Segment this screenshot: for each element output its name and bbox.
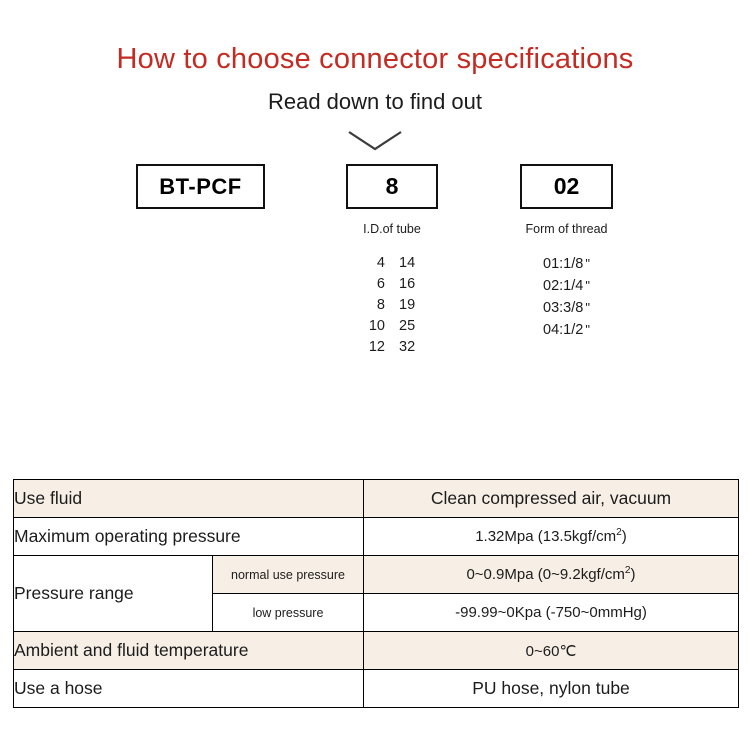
table-row: Pressure range normal use pressure 0~0.9… bbox=[13, 555, 739, 632]
bore-code-value: 8 bbox=[385, 173, 399, 200]
thread-code-value: 02 bbox=[553, 173, 580, 200]
list-item: 12 32 bbox=[346, 337, 438, 358]
bore-id: 8 bbox=[376, 297, 385, 314]
spec-sub-label: normal use pressure bbox=[212, 555, 364, 594]
spec-value-suffix: ) bbox=[630, 566, 636, 583]
spec-value-superscript: 2 bbox=[624, 565, 631, 576]
list-item: 6 16 bbox=[346, 274, 438, 295]
table-row: Use fluid Clean compressed air, vacuum bbox=[13, 479, 739, 518]
page-title: How to choose connector specifications bbox=[116, 43, 634, 75]
bore-code-box[interactable]: 8 bbox=[346, 164, 438, 210]
thread-unit: " bbox=[585, 278, 590, 294]
bore-od: 19 bbox=[399, 297, 416, 314]
chevron-down-indicator bbox=[0, 130, 750, 160]
specification-table: Use fluid Clean compressed air, vacuum M… bbox=[13, 479, 739, 708]
list-item: 03:3/8" bbox=[507, 297, 626, 319]
page-header: How to choose connector specifications R… bbox=[0, 0, 750, 114]
table-row: Use a hose PU hose, nylon tube bbox=[13, 669, 739, 708]
part-code-breakdown: BT-PCF 8 02 I.D.of tube Form of thread 4… bbox=[0, 160, 750, 370]
spec-value: 0~60℃ bbox=[363, 631, 739, 670]
bore-caption: I.D.of tube bbox=[363, 222, 421, 237]
spec-value: 0~0.9Mpa (0~9.2kgf/cm2) bbox=[363, 555, 739, 594]
bore-od: 16 bbox=[399, 276, 416, 293]
bore-id: 12 bbox=[368, 339, 385, 356]
spec-label: Use a hose bbox=[13, 669, 364, 708]
spec-value-prefix: 0~0.9Mpa (0~9.2kgf/cm bbox=[466, 566, 625, 583]
thread-code: 01:1/8 bbox=[543, 256, 584, 273]
thread-option-list: 01:1/8" 02:1/4" 03:3/8" 04:1/2" bbox=[507, 253, 626, 341]
spec-label: Ambient and fluid temperature bbox=[13, 631, 364, 670]
bore-od: 32 bbox=[399, 339, 416, 356]
bore-od: 14 bbox=[399, 255, 416, 272]
bore-option-list: 4 14 6 16 8 19 10 25 12 32 bbox=[346, 253, 438, 358]
list-item: 04:1/2" bbox=[507, 319, 626, 341]
spec-sub-label: low pressure bbox=[212, 593, 364, 632]
spec-label: Use fluid bbox=[13, 479, 364, 518]
spec-value-prefix: 1.32Mpa (13.5kgf/cm bbox=[475, 528, 617, 545]
bore-id: 6 bbox=[376, 276, 385, 293]
list-item: 4 14 bbox=[346, 253, 438, 274]
spec-label: Pressure range bbox=[13, 555, 213, 632]
bore-id: 4 bbox=[376, 255, 385, 272]
list-item: 02:1/4" bbox=[507, 275, 626, 297]
thread-unit: " bbox=[585, 256, 590, 272]
page-subtitle: Read down to find out bbox=[267, 88, 483, 114]
thread-code-box[interactable]: 02 bbox=[520, 164, 613, 210]
spec-label: Maximum operating pressure bbox=[13, 517, 364, 556]
spec-value: PU hose, nylon tube bbox=[363, 669, 739, 708]
series-code-box[interactable]: BT-PCF bbox=[136, 164, 265, 210]
series-code-value: BT-PCF bbox=[159, 173, 242, 199]
spec-value: 1.32Mpa (13.5kgf/cm2) bbox=[363, 517, 739, 556]
thread-caption: Form of thread bbox=[525, 222, 608, 237]
table-row: Ambient and fluid temperature 0~60℃ bbox=[13, 631, 739, 670]
thread-unit: " bbox=[585, 322, 590, 338]
table-row: Maximum operating pressure 1.32Mpa (13.5… bbox=[13, 517, 739, 556]
table-row: low pressure -99.99~0Kpa (-750~0mmHg) bbox=[14, 593, 739, 632]
spec-value: Clean compressed air, vacuum bbox=[363, 479, 739, 518]
list-item: 10 25 bbox=[346, 316, 438, 337]
bore-od: 25 bbox=[399, 318, 416, 335]
spec-value-superscript: 2 bbox=[616, 527, 622, 538]
thread-unit: " bbox=[585, 300, 590, 316]
thread-code: 04:1/2 bbox=[543, 322, 584, 339]
chevron-down-icon bbox=[347, 131, 403, 156]
thread-code: 03:3/8 bbox=[543, 300, 584, 317]
thread-code: 02:1/4 bbox=[543, 278, 584, 295]
bore-id: 10 bbox=[368, 318, 385, 335]
spec-value: -99.99~0Kpa (-750~0mmHg) bbox=[363, 593, 739, 632]
spec-value-suffix: ) bbox=[621, 528, 627, 545]
list-item: 8 19 bbox=[346, 295, 438, 316]
list-item: 01:1/8" bbox=[507, 253, 626, 275]
